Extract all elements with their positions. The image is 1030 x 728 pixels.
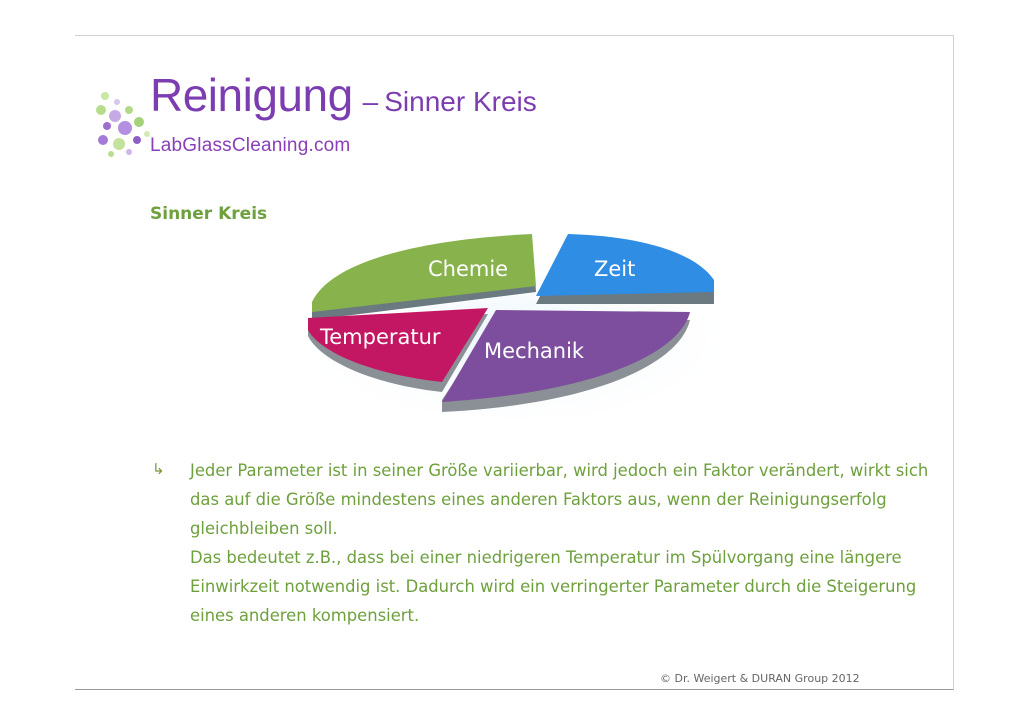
segment-temperatur: Temperatur — [308, 308, 488, 392]
slide-frame — [75, 35, 954, 690]
paragraph-1: Jeder Parameter ist in seiner Größe vari… — [190, 461, 929, 538]
bullet-arrow-icon: ↳ — [152, 460, 165, 478]
title-dash: – — [362, 86, 379, 117]
sinner-circle-diagram: Chemie Zeit Temperatur Mechanik — [303, 234, 727, 420]
paragraph-2: Das bedeutet z.B., dass bei einer niedri… — [190, 548, 917, 625]
title-subtitle: Sinner Kreis — [384, 86, 537, 117]
segment-mechanik: Mechanik — [442, 310, 690, 412]
brand-wordmark: LabGlassCleaning.com — [150, 135, 351, 156]
segment-label-temperatur: Temperatur — [319, 325, 441, 349]
body-text: Jeder Parameter ist in seiner Größe vari… — [190, 456, 930, 630]
segment-label-zeit: Zeit — [594, 257, 635, 281]
title-main: Reinigung — [150, 69, 353, 121]
section-heading: Sinner Kreis — [150, 204, 268, 224]
segment-label-mechanik: Mechanik — [484, 339, 585, 363]
footer-copyright: © Dr. Weigert & DURAN Group 2012 — [660, 672, 860, 685]
segment-label-chemie: Chemie — [428, 257, 508, 281]
segment-chemie: Chemie — [312, 234, 536, 320]
bubbles-logo-icon — [96, 92, 150, 157]
segment-zeit: Zeit — [536, 234, 714, 304]
page-title: Reinigung–Sinner Kreis — [150, 72, 537, 118]
